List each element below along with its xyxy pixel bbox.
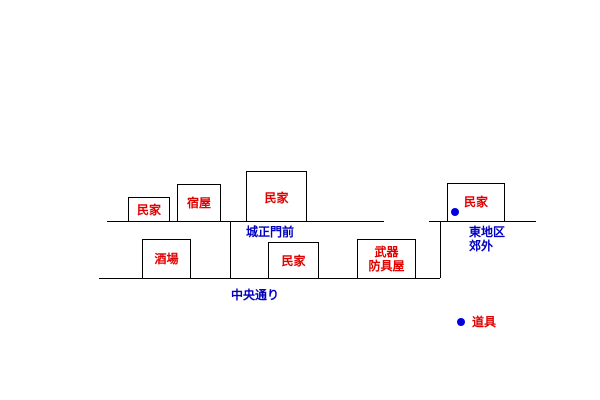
legend-dot-icon: [457, 318, 465, 326]
building-label: 民家: [463, 195, 488, 209]
building-label: 民家: [281, 253, 306, 268]
area-label-east-district: 東地区: [469, 225, 506, 239]
area-label-main-street: 中央通り: [231, 288, 280, 302]
building-house-1[interactable]: 民家: [128, 197, 170, 221]
building-inn[interactable]: 宿屋: [177, 184, 221, 221]
building-weapon-armor-shop[interactable]: 武器防具屋: [357, 239, 416, 278]
building-label: 民家: [136, 202, 161, 217]
building-label: 酒場: [154, 252, 179, 266]
building-label: 防具屋: [368, 259, 405, 273]
building-label: 宿屋: [186, 196, 211, 210]
legend-item-shop-label: 道具: [472, 315, 497, 329]
lower-road-line: [99, 278, 440, 279]
building-house-east[interactable]: 民家: [447, 183, 505, 221]
building-house-3[interactable]: 民家: [268, 242, 319, 278]
building-house-2[interactable]: 民家: [246, 171, 307, 221]
upper-road-line: [107, 221, 384, 222]
area-label-suburbs: 郊外: [469, 239, 494, 253]
item-shop-dot-icon: [451, 208, 459, 216]
area-label-castle-gate: 城正門前: [246, 225, 295, 239]
building-label: 武器: [374, 245, 399, 259]
east-road-line: [429, 221, 536, 222]
building-label: 民家: [264, 191, 289, 205]
building-tavern[interactable]: 酒場: [142, 239, 191, 278]
gate-road-line: [230, 221, 231, 278]
east-vertical-line: [440, 221, 441, 278]
